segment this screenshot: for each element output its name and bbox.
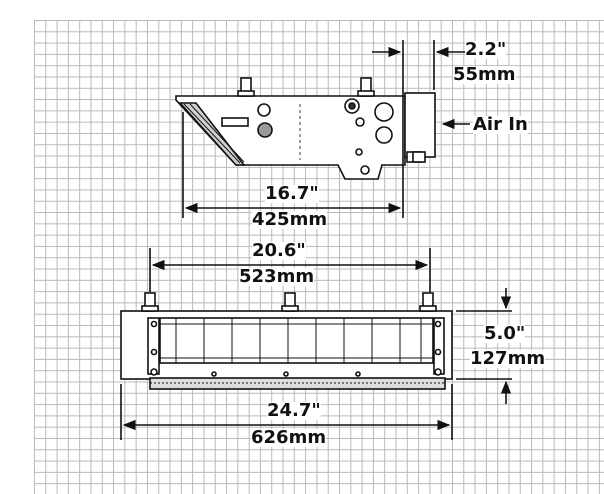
- front-mount-mm-label: 523mm: [239, 266, 315, 287]
- side-depth-mm-label: 55mm: [453, 64, 516, 85]
- front-height-mm-label: 127mm: [470, 348, 546, 369]
- side-length-inches-label: 16.7": [265, 183, 319, 204]
- front-view-heater: [120, 292, 453, 390]
- side-view-heater: [175, 77, 436, 180]
- side-depth-inches-label: 2.2": [465, 39, 507, 60]
- front-height-inches-label: 5.0": [484, 323, 526, 344]
- front-width-mm-label: 626mm: [251, 427, 327, 448]
- side-view-dimensions: [182, 40, 470, 218]
- air-in-label: Air In: [473, 114, 528, 135]
- front-view-dimensions: [120, 248, 512, 440]
- front-mount-inches-label: 20.6": [252, 240, 306, 261]
- side-length-mm-label: 425mm: [252, 209, 328, 230]
- front-width-inches-label: 24.7": [267, 400, 321, 421]
